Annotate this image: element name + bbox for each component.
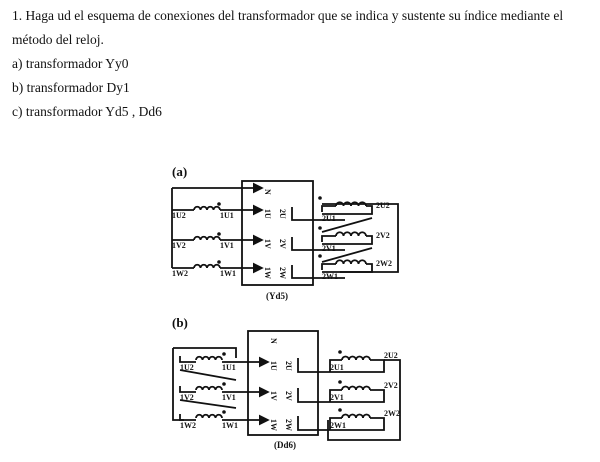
question-text-cont: método del reloj. — [12, 32, 104, 47]
winding-label: 1W1 — [220, 269, 236, 278]
coil-icon — [193, 235, 221, 241]
winding-label: 1U1 — [220, 211, 234, 220]
polarity-dot — [338, 408, 342, 412]
secondary-windings: 2U1 2U2 2V1 2V2 2W1 2W2 — [318, 196, 399, 281]
winding-label: 2V2 — [384, 381, 398, 390]
coil-icon — [195, 355, 223, 361]
secondary-windings: 2U1 2U2 2V1 2V2 2W1 2W2 — [327, 350, 401, 441]
winding-label: 2W1 — [330, 421, 346, 430]
terminal-label: 2U — [284, 361, 293, 371]
neutral-label: N — [269, 338, 278, 344]
terminal-box — [241, 180, 314, 286]
polarity-dot — [217, 202, 221, 206]
polarity-dot — [338, 380, 342, 384]
winding-label: 2U2 — [376, 201, 390, 210]
winding-label: 2V1 — [322, 244, 336, 253]
winding-label: 2U2 — [384, 351, 398, 360]
terminal-label: 2V — [284, 391, 293, 401]
winding-label: 2U1 — [322, 214, 336, 223]
terminal-label: 1W — [269, 419, 278, 431]
winding-label: 1V1 — [222, 393, 236, 402]
question-text: 1. Haga ud el esquema de conexiones del … — [12, 8, 564, 23]
primary-windings: 1U2 1U1 1V2 1V1 1W2 1W1 — [172, 202, 264, 278]
polarity-dot — [217, 260, 221, 264]
winding-label: 2W1 — [322, 272, 338, 281]
coil-icon — [335, 259, 367, 265]
winding-label: 1U1 — [222, 363, 236, 372]
polarity-dot — [222, 410, 226, 414]
winding-label: 2W2 — [376, 259, 392, 268]
coil-icon — [335, 201, 367, 207]
winding-label: 1W2 — [180, 421, 196, 430]
neutral-label: N — [263, 189, 272, 195]
terminal-label: 2W — [284, 419, 293, 431]
terminal-label: 1V — [263, 239, 272, 249]
terminal-box — [247, 330, 319, 436]
polarity-dot — [318, 226, 322, 230]
polarity-dot — [318, 196, 322, 200]
winding-label: 1U2 — [180, 363, 194, 372]
winding-label: 2U1 — [330, 363, 344, 372]
coil-icon — [193, 263, 221, 269]
diagram-b-label: (b) — [172, 315, 188, 330]
coil-icon — [341, 413, 371, 419]
primary-windings: 1U2 1U1 1V2 1V1 1W2 1W1 — [172, 347, 270, 430]
item-a: a) transformador Yy0 — [12, 56, 129, 71]
winding-label: 2W2 — [384, 409, 400, 418]
diagram-yd5: (a) 1U2 1U1 1V2 1V1 1W2 1W1 N 1U 2U 1V 2V 1W 2W 2U… — [171, 164, 399, 301]
diagram-a-label: (a) — [172, 164, 187, 179]
winding-label: 1V2 — [180, 393, 194, 402]
polarity-dot — [222, 382, 226, 386]
polarity-dot — [222, 352, 226, 356]
item-c: c) transformador Yd5 , Dd6 — [12, 104, 162, 119]
diagram-a-caption: (Yd5) — [266, 291, 288, 301]
winding-label: 2V1 — [330, 393, 344, 402]
winding-label: 1W1 — [222, 421, 238, 430]
winding-label: 1W2 — [172, 269, 188, 278]
coil-icon — [193, 205, 221, 211]
terminal-label: 2V — [278, 239, 287, 249]
terminal-label: 1U — [263, 209, 272, 219]
diagram-b-caption: (Dd6) — [274, 440, 296, 450]
winding-label: 1U2 — [172, 211, 186, 220]
coil-icon — [341, 385, 371, 391]
terminal-label: 1V — [269, 391, 278, 401]
item-b: b) transformador Dy1 — [12, 80, 130, 95]
terminal-label: 2U — [278, 209, 287, 219]
diagram-dd6: (b) N 1U2 1U1 1V2 1V1 1W2 1W1 1U 2U 1V 2V 1W 2W 2U… — [172, 315, 401, 450]
terminal-label: 2W — [278, 267, 287, 279]
coil-icon — [195, 413, 223, 419]
terminal-label: 1W — [263, 267, 272, 279]
winding-label: 2V2 — [376, 231, 390, 240]
coil-icon — [195, 385, 223, 391]
polarity-dot — [217, 232, 221, 236]
terminal-label: 1U — [269, 361, 278, 371]
winding-label: 1V2 — [172, 241, 186, 250]
coil-icon — [341, 355, 371, 361]
coil-icon — [335, 231, 367, 237]
polarity-dot — [338, 350, 342, 354]
polarity-dot — [318, 254, 322, 258]
winding-label: 1V1 — [220, 241, 234, 250]
